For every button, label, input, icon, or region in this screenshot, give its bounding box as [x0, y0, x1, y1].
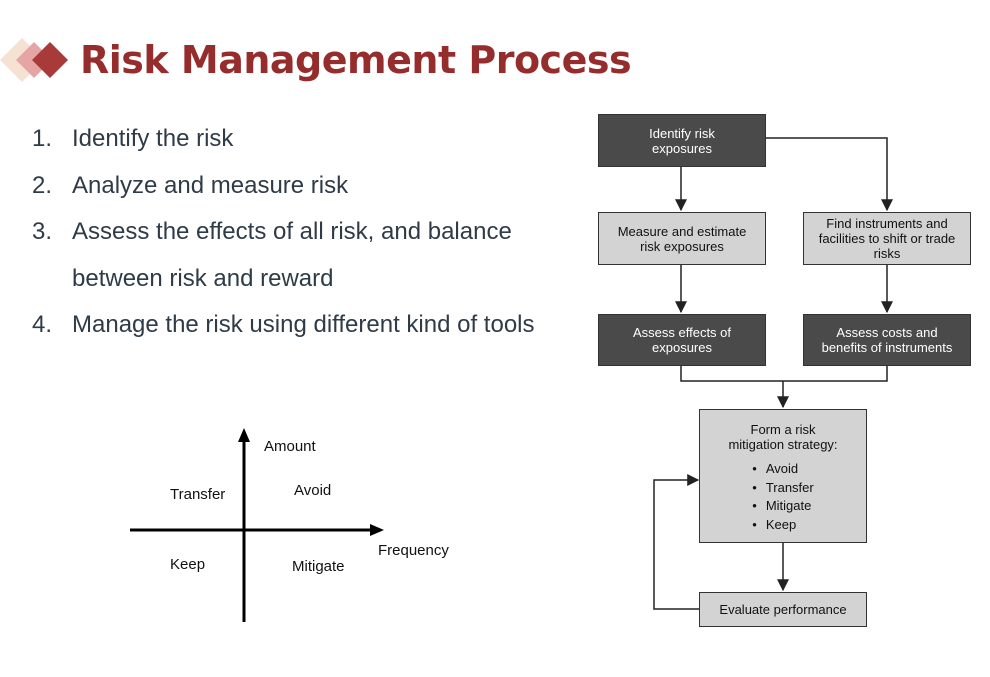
title-decoration-icon [0, 38, 68, 82]
connector-assess-merge [680, 365, 888, 382]
box-find-instruments-text: Find instruments and facilities to shift… [818, 216, 956, 261]
risk-quadrant-diagram: Amount Frequency Transfer Avoid Keep Mit… [120, 420, 460, 630]
step-number: 4. [32, 311, 53, 338]
arrow-identify-to-find [765, 137, 893, 212]
list-item: 3. Assess the effects of all risk, and b… [32, 209, 552, 302]
box-evaluate-performance: Evaluate performance [699, 592, 867, 627]
step-number: 2. [32, 171, 53, 199]
box-measure-risk-text: Measure and estimate risk exposures [617, 223, 747, 254]
y-axis-label: Amount [264, 438, 316, 455]
box-assess-effects: Assess effects of exposures [598, 314, 766, 366]
x-axis-arrowhead [370, 524, 384, 536]
quadrant-avoid: Avoid [294, 482, 332, 499]
strategy-item-keep: Keep [752, 516, 813, 535]
box-mitigation-strategy: Form a risk mitigation strategy: Avoid T… [699, 409, 867, 543]
risk-process-flowchart: Identify risk exposures Measure and esti… [590, 108, 982, 632]
quadrant-transfer: Transfer [170, 486, 226, 503]
step-text: Assess the effects of all risk, and bala… [72, 218, 512, 292]
box-find-instruments: Find instruments and facilities to shift… [803, 212, 971, 265]
step-number: 1. [32, 125, 53, 152]
step-text: Identify the risk [72, 125, 234, 152]
list-item: 1. Identify the risk [32, 116, 552, 163]
box-identify-risk-text: Identify risk exposures [649, 125, 715, 156]
steps-list: 1. Identify the risk 2. Analyze and meas… [32, 116, 552, 349]
quadrant-mitigate: Mitigate [292, 558, 345, 575]
list-item: 4. Manage the risk using different kind … [32, 302, 552, 349]
step-number: 3. [32, 218, 53, 245]
strategy-list: Avoid Transfer Mitigate Keep [752, 460, 814, 535]
box-measure-risk: Measure and estimate risk exposures [598, 212, 766, 265]
box-assess-costs-text: Assess costs and benefits of instruments [821, 325, 953, 355]
box-assess-effects-text: Assess effects of exposures [632, 325, 732, 355]
step-text: Analyze and measure risk [72, 171, 349, 199]
box-assess-costs: Assess costs and benefits of instruments [803, 314, 971, 366]
quadrant-keep: Keep [170, 556, 206, 573]
y-axis-arrowhead [238, 428, 250, 442]
flowchart-connectors [653, 137, 893, 610]
box-evaluate-performance-text: Evaluate performance [719, 602, 847, 617]
x-axis-label: Frequency [378, 542, 449, 559]
strategy-item-mitigate: Mitigate [752, 497, 813, 516]
strategy-item-transfer: Transfer [752, 479, 814, 498]
box-mitigation-strategy-title: Form a risk mitigation strategy: [728, 422, 838, 452]
arrow-evaluate-feedback [653, 474, 700, 610]
page-title: Risk Management Process [80, 38, 632, 82]
box-identify-risk: Identify risk exposures [598, 114, 766, 167]
step-text: Manage the risk using different kind of … [72, 311, 535, 338]
strategy-item-avoid: Avoid [752, 460, 813, 479]
quadrant-axes [130, 428, 384, 622]
list-item: 2. Analyze and measure risk [32, 163, 552, 210]
